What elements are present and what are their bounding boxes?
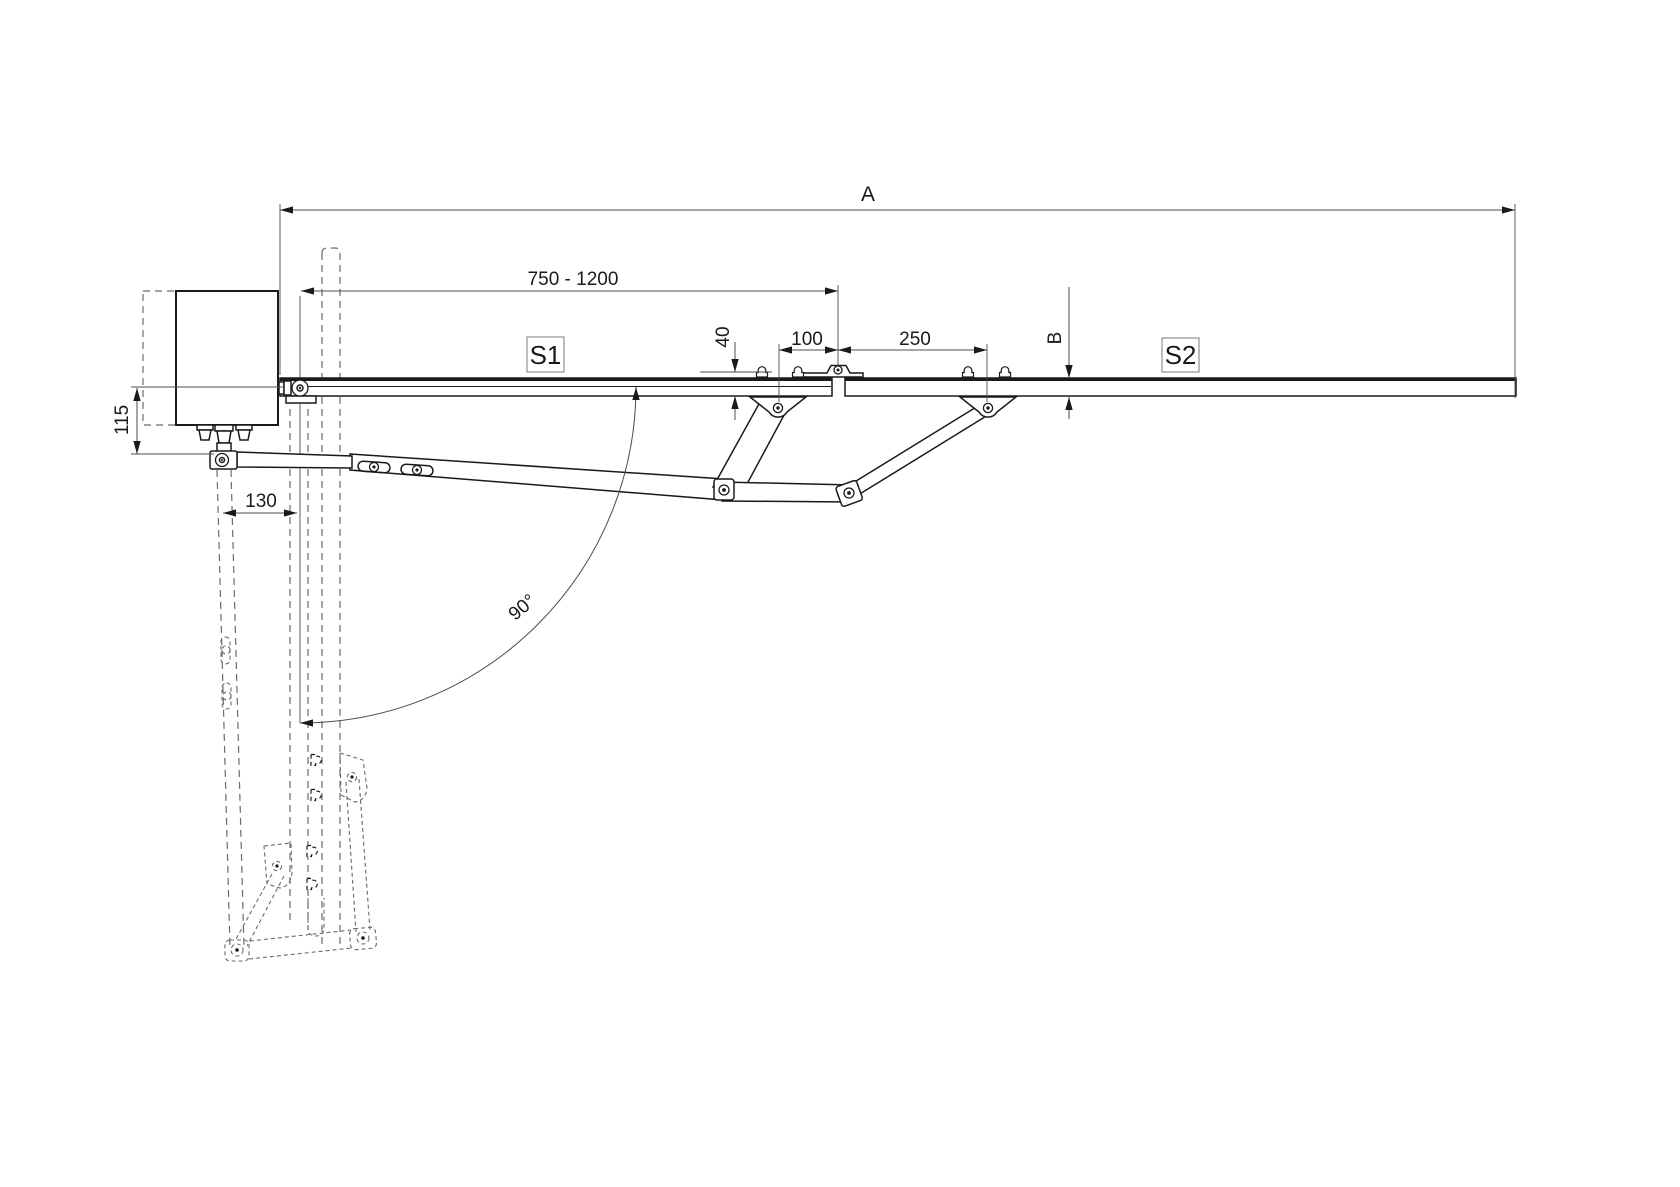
dim-label-a: A xyxy=(861,183,875,206)
operator-housing xyxy=(142,290,317,470)
dim-label-250: 250 xyxy=(899,329,931,350)
dim-label-40: 40 xyxy=(713,326,734,347)
label-s2: S2 xyxy=(1165,340,1197,370)
dim-label-range: 750 - 1200 xyxy=(528,269,619,290)
leaf-hinge xyxy=(792,364,864,378)
dimension-750-1200: 750 - 1200 xyxy=(301,269,839,366)
open-position-dashed xyxy=(216,397,378,962)
dimension-40: 40 xyxy=(700,326,772,420)
dimension-250: 250 xyxy=(838,329,988,402)
dimension-130: 130 xyxy=(223,491,297,517)
arm-inner-profile xyxy=(236,451,353,469)
articulated-arm xyxy=(236,401,992,508)
cable-glands xyxy=(196,424,253,453)
gate-post-dashed xyxy=(321,247,341,945)
dimension-90-arc: 90° xyxy=(299,386,640,727)
label-s2-box: S2 xyxy=(1161,337,1200,373)
dimension-100: 100 xyxy=(778,329,838,402)
elbow-link xyxy=(721,481,854,503)
dimension-b: B xyxy=(1045,287,1073,419)
dimension-115: 115 xyxy=(112,386,284,455)
dimension-a: A xyxy=(279,183,1516,398)
dim-label-115: 115 xyxy=(112,405,133,435)
label-s1-box: S1 xyxy=(526,336,565,373)
rear-link xyxy=(844,401,992,500)
dim-label-130: 130 xyxy=(245,491,277,512)
label-s1: S1 xyxy=(530,340,562,370)
dim-label-90: 90° xyxy=(505,591,541,626)
gate-leaf xyxy=(279,364,1517,418)
arm-outer-profile xyxy=(349,453,725,501)
dim-label-b: B xyxy=(1045,332,1066,345)
dim-label-100: 100 xyxy=(791,329,823,350)
motor-box xyxy=(175,290,279,426)
